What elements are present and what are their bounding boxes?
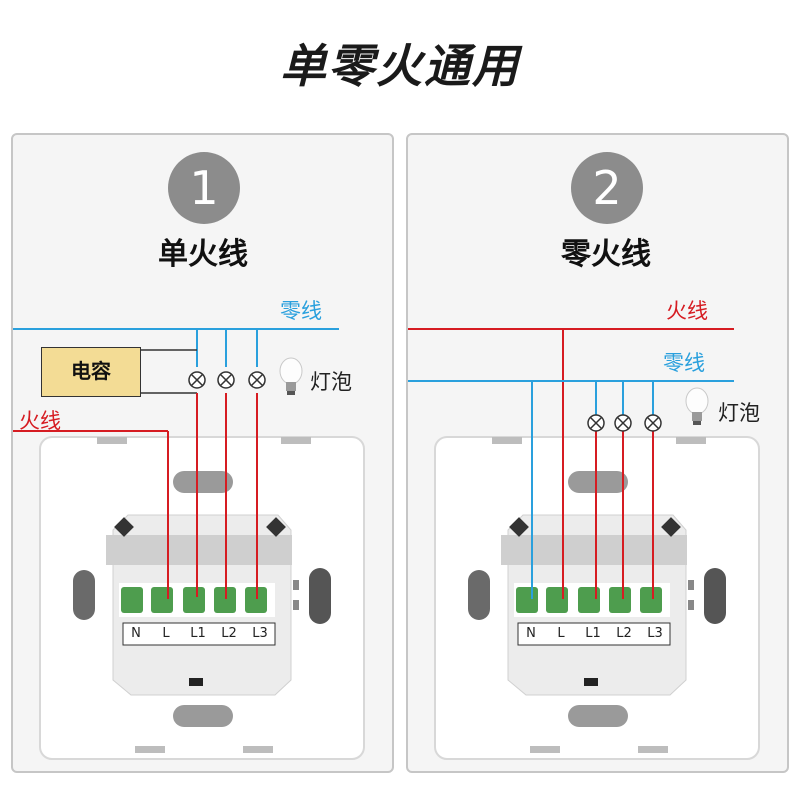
body-tab: [293, 600, 299, 610]
mount-slot-top: [568, 471, 628, 493]
mount-slot-top: [173, 471, 233, 493]
panel-neutral-live: 2 零火线 火线 零线 灯泡 N L L1 L2 L3: [406, 133, 789, 773]
terminal-label-strip: [517, 622, 671, 646]
bulb-label: 灯泡: [718, 401, 760, 425]
neutral-wire-label: 零线: [280, 299, 322, 323]
body-tab: [688, 600, 694, 610]
plate-notch: [135, 746, 165, 753]
plate-notch: [530, 746, 560, 753]
body-mark: [189, 678, 203, 686]
neutral-wire-label: 零线: [663, 351, 705, 375]
terminal-label-l1: L1: [585, 626, 601, 641]
mount-slot-right: [309, 568, 331, 624]
mount-slot-bottom: [568, 705, 628, 727]
live-wire-label: 火线: [666, 299, 708, 323]
plate-notch: [638, 746, 668, 753]
live-wire-label: 火线: [19, 409, 61, 433]
terminal-label-l2: L2: [616, 626, 632, 641]
bulb-label: 灯泡: [310, 370, 352, 394]
lamp-symbol-1: [587, 414, 605, 432]
mount-slot-bottom: [173, 705, 233, 727]
terminal-l: [546, 587, 568, 613]
lamp-symbol-3: [248, 371, 266, 389]
terminal-label-l2: L2: [221, 626, 237, 641]
terminal-label-l3: L3: [252, 626, 268, 641]
terminal-label-strip: [122, 622, 276, 646]
mount-slot-left: [73, 570, 95, 620]
terminal-l2: [609, 587, 631, 613]
terminal-l3: [245, 587, 267, 613]
capacitor-box: 电容: [41, 347, 141, 397]
panel-number-badge: 2: [571, 152, 643, 224]
terminal-l2: [214, 587, 236, 613]
terminal-n: [516, 587, 538, 613]
terminal-l: [151, 587, 173, 613]
lamp-symbol-2: [217, 371, 235, 389]
plate-notch: [492, 437, 522, 444]
panel-title: 零火线: [561, 237, 651, 272]
bulb-icon: [279, 357, 303, 395]
switch-body-band: [501, 535, 687, 565]
terminal-label-l3: L3: [647, 626, 663, 641]
plate-notch: [676, 437, 706, 444]
main-heading: 单零火通用: [280, 39, 520, 93]
terminal-label-n: N: [131, 626, 141, 641]
panel-title: 单火线: [158, 237, 248, 272]
panel-1-drawing: [13, 328, 365, 760]
terminal-n: [121, 587, 143, 613]
panel-number-badge: 1: [168, 152, 240, 224]
terminal-label-l1: L1: [190, 626, 206, 641]
plate-notch: [97, 437, 127, 444]
terminal-l3: [640, 587, 662, 613]
terminal-l1: [578, 587, 600, 613]
body-tab: [688, 580, 694, 590]
bulb-icon: [685, 387, 709, 425]
body-mark: [584, 678, 598, 686]
lamp-symbol-3: [644, 414, 662, 432]
terminal-label-l: L: [162, 626, 170, 641]
terminal-l1: [183, 587, 205, 613]
plate-notch: [281, 437, 311, 444]
terminal-label-l: L: [557, 626, 565, 641]
plate-notch: [243, 746, 273, 753]
body-corner: [266, 517, 286, 537]
body-tab: [293, 580, 299, 590]
mount-slot-right: [704, 568, 726, 624]
panel-2-drawing: [408, 328, 760, 760]
lamp-symbol-2: [614, 414, 632, 432]
terminal-label-n: N: [526, 626, 536, 641]
switch-body-band: [106, 535, 292, 565]
mount-slot-left: [468, 570, 490, 620]
lamp-symbol-1: [188, 371, 206, 389]
panel-single-live: 1 单火线 零线 火线 电容 灯泡 N L L1 L2 L3: [11, 133, 394, 773]
